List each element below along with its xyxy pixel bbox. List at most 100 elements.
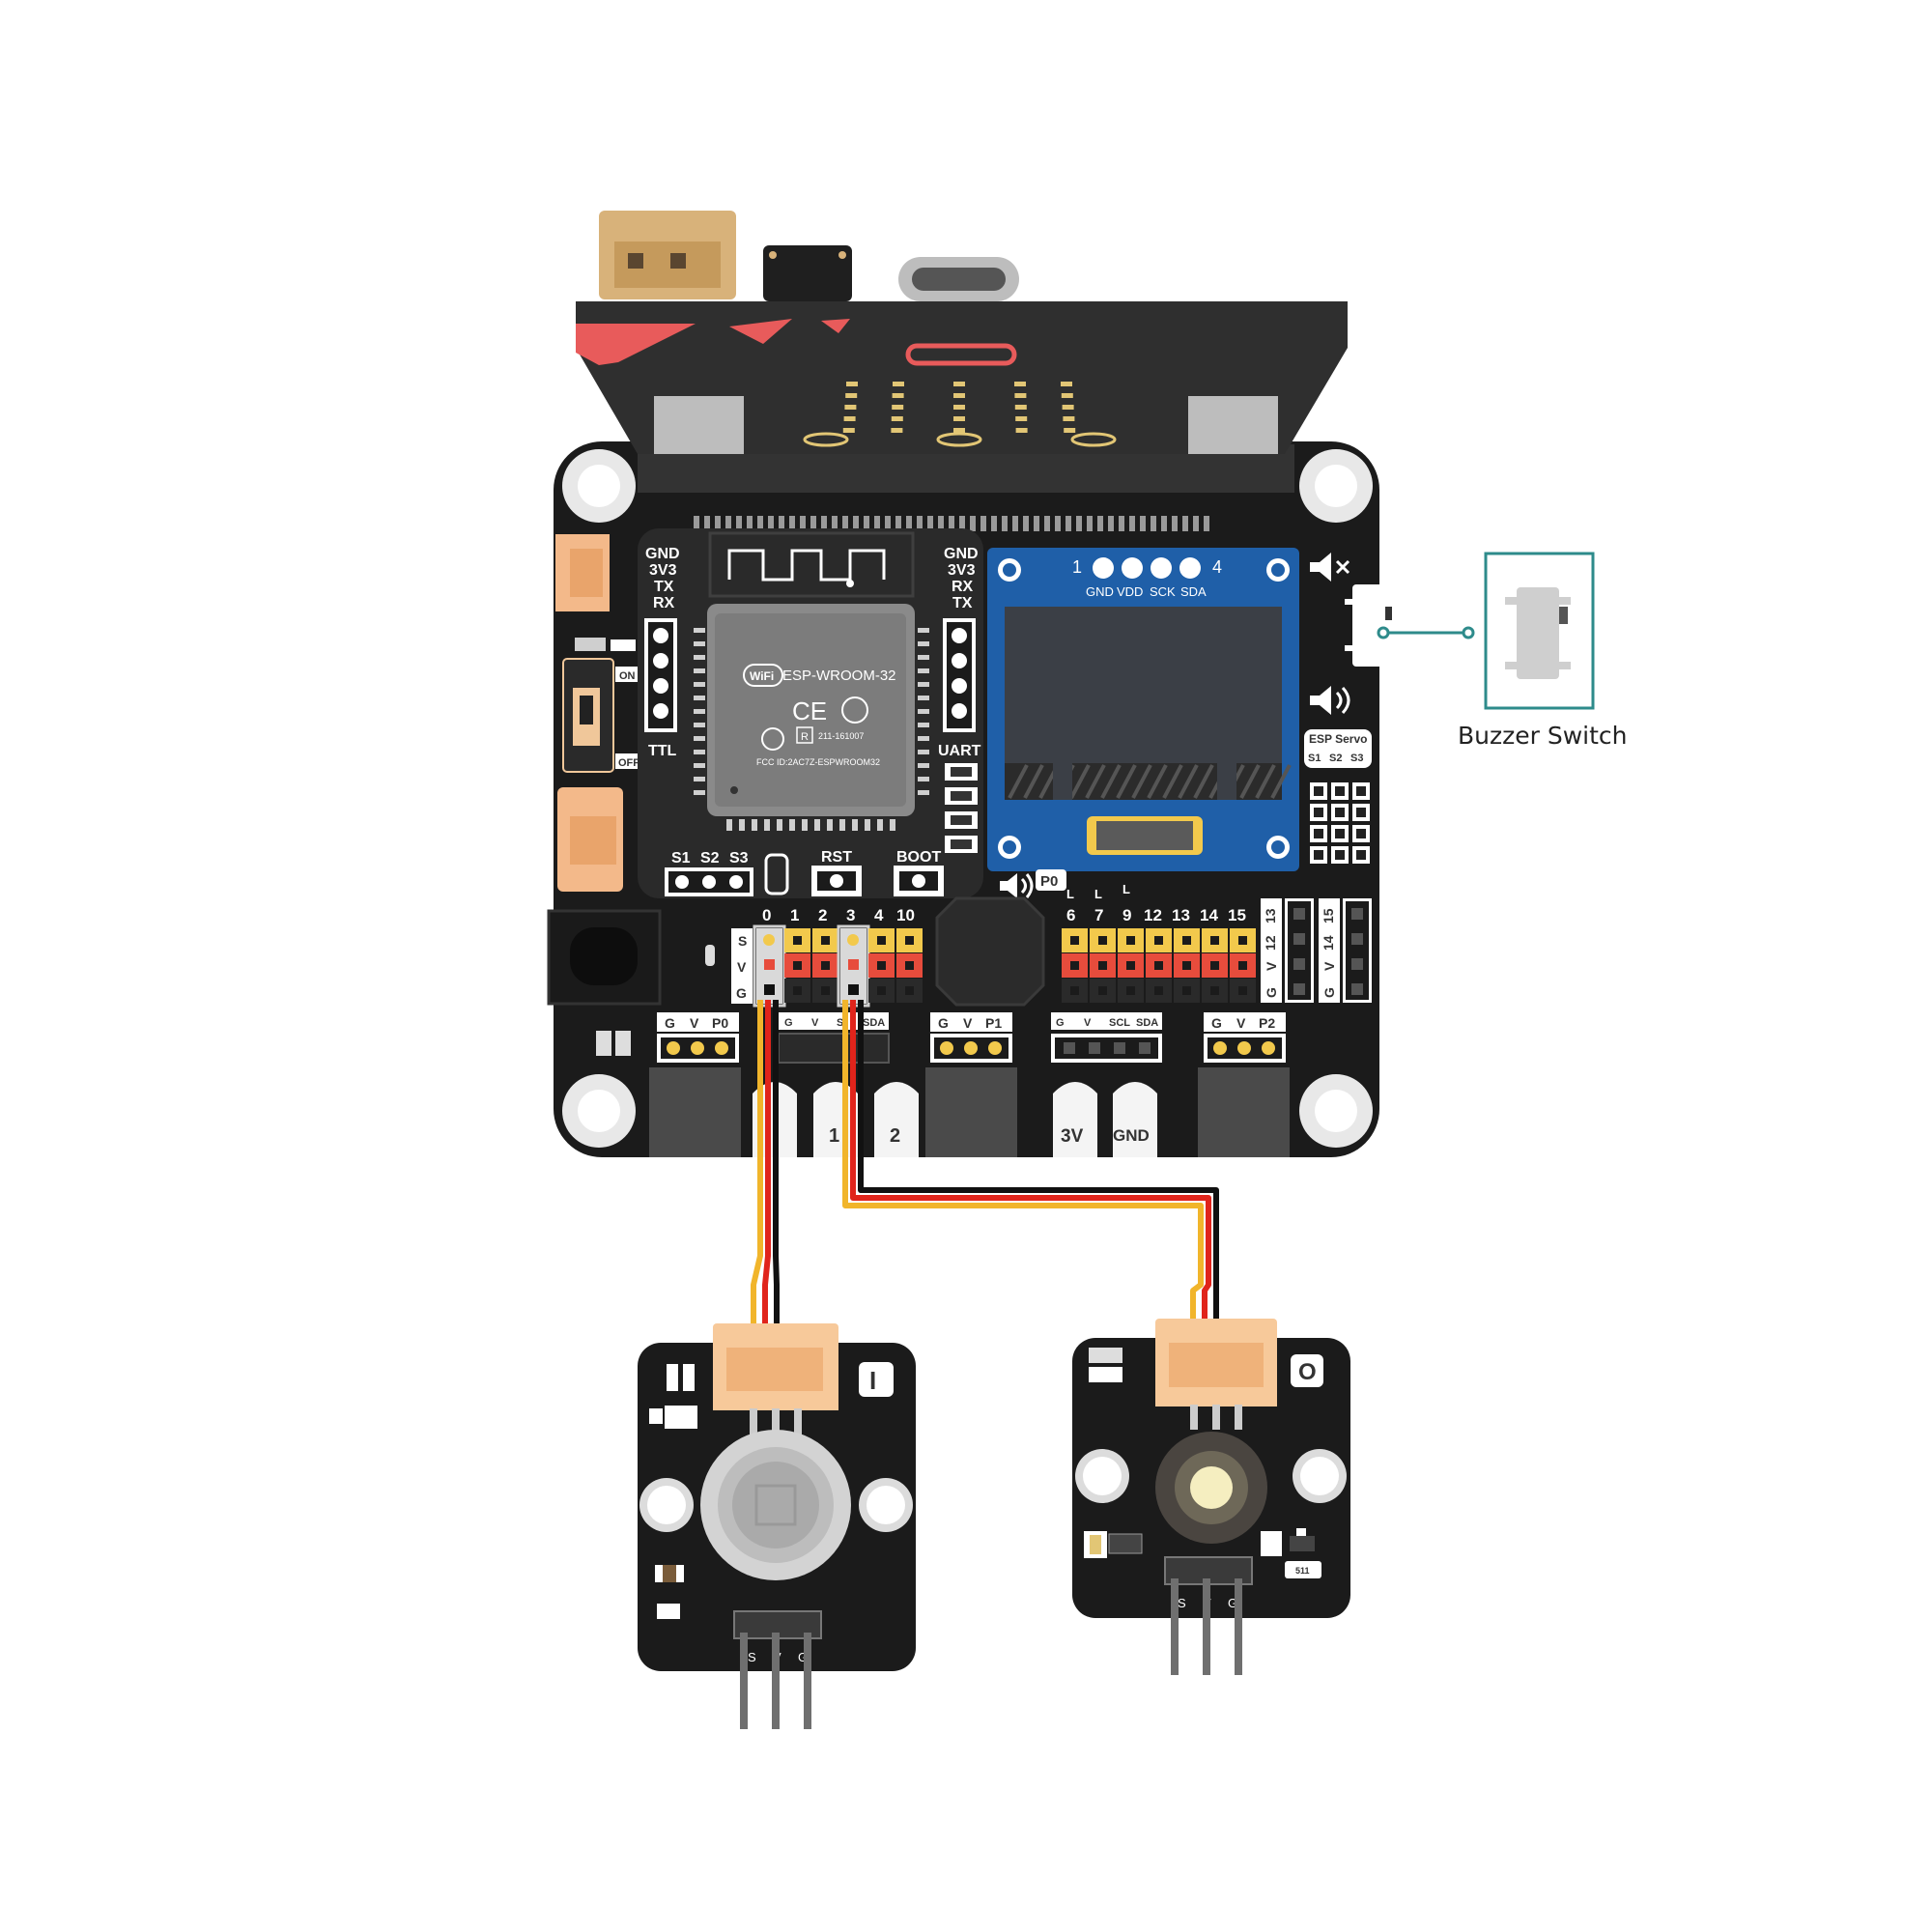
matrix-led xyxy=(893,393,904,398)
svg-text:S: S xyxy=(748,1650,756,1664)
svg-text:S2: S2 xyxy=(1329,753,1342,764)
edge-tooth xyxy=(1182,516,1188,531)
svg-text:L: L xyxy=(1122,882,1130,896)
gpio-pin xyxy=(821,961,830,970)
esp-pad xyxy=(877,819,883,831)
esp-pad xyxy=(694,777,705,781)
bottom-block-2 xyxy=(925,1067,1017,1157)
wire-a-red xyxy=(765,1000,768,1341)
edge-tooth xyxy=(1119,516,1124,531)
bottom-port-p1: G V P1 xyxy=(930,1012,1012,1063)
svg-text:4: 4 xyxy=(1212,557,1222,577)
svg-text:R: R xyxy=(801,731,809,743)
svg-text:P1: P1 xyxy=(985,1015,1002,1031)
matrix-led xyxy=(891,428,902,433)
edge-tab-gnd: GND xyxy=(1113,1082,1157,1157)
gpio-pin xyxy=(1126,986,1135,995)
esp-pad xyxy=(739,819,745,831)
gpio-pin xyxy=(1070,961,1079,970)
esp-pad xyxy=(694,723,705,727)
switch-off-label: OFF xyxy=(618,757,639,769)
svg-text:3: 3 xyxy=(846,906,855,924)
boot-label: BOOT xyxy=(896,849,941,866)
gpio-pin xyxy=(905,936,914,945)
svg-text:13: 13 xyxy=(1263,908,1278,923)
gpio-pin xyxy=(793,961,802,970)
servo-pin xyxy=(1335,829,1345,838)
gpio-pin xyxy=(877,961,886,970)
button-a[interactable] xyxy=(654,396,744,454)
svg-text:2: 2 xyxy=(890,1125,900,1147)
svg-text:V: V xyxy=(811,1017,819,1029)
svg-text:G: G xyxy=(736,985,747,1001)
svg-text:GND: GND xyxy=(645,546,680,562)
servo-pin xyxy=(1335,786,1345,796)
edge-tooth xyxy=(1097,516,1103,531)
svg-text:RX: RX xyxy=(653,595,675,611)
matrix-led xyxy=(846,382,858,386)
esp-pad xyxy=(764,819,770,831)
gpio-pin xyxy=(905,961,914,970)
matrix-led xyxy=(844,416,856,421)
wire-a-black xyxy=(776,1000,777,1341)
edge-tooth xyxy=(1129,516,1135,531)
matrix-led xyxy=(1014,382,1026,386)
switch-on-label: ON xyxy=(619,670,636,682)
boot-button[interactable] xyxy=(894,866,944,896)
servo-s3-label: S3 xyxy=(729,850,749,867)
matrix-led xyxy=(845,393,857,398)
esp-pad xyxy=(694,763,705,768)
matrix-led xyxy=(1063,405,1074,410)
esp-pad xyxy=(694,641,705,646)
svg-text:TX: TX xyxy=(654,579,674,595)
edge-tab-2: 2 xyxy=(874,1082,919,1157)
edge-tooth xyxy=(970,516,976,531)
svg-text:9: 9 xyxy=(1122,906,1131,924)
gvs-left-column: S V G xyxy=(731,928,753,1004)
esp-pad xyxy=(802,819,808,831)
esp-pad xyxy=(890,819,895,831)
servo-s1-label: S1 xyxy=(671,850,691,867)
rst-button[interactable] xyxy=(811,866,862,896)
rst-label: RST xyxy=(821,849,852,866)
matrix-led xyxy=(1062,393,1073,398)
bottom-port-p0: G V P0 xyxy=(657,1012,739,1063)
led-badge: O xyxy=(1298,1359,1317,1385)
svg-text:12: 12 xyxy=(1263,935,1278,951)
matrix-led xyxy=(953,416,965,421)
esp-pad xyxy=(694,736,705,741)
svg-text:SDA: SDA xyxy=(1136,1017,1158,1029)
esp-module: WiFi ESP-WROOM-32 CE R 211-161007 FCC ID… xyxy=(707,604,915,816)
edge-tooth xyxy=(1065,516,1071,531)
svg-text:G: G xyxy=(665,1015,675,1031)
svg-text:P2: P2 xyxy=(1259,1015,1275,1031)
svg-text:0: 0 xyxy=(762,906,771,924)
matrix-led xyxy=(1063,416,1074,421)
oled-pin-vdd: VDD xyxy=(1117,584,1143,599)
led-module: O 511 S V G xyxy=(1072,1319,1350,1675)
servo-pin xyxy=(1356,808,1366,817)
gpio-pin xyxy=(1098,961,1107,970)
esp-pad xyxy=(865,819,870,831)
esp-pad xyxy=(918,777,929,781)
button-b[interactable] xyxy=(1188,396,1278,454)
svg-text:14: 14 xyxy=(1321,935,1336,951)
gpio-used-pin xyxy=(764,984,775,995)
edge-tooth xyxy=(980,516,986,531)
buzzer-switch-label: Buzzer Switch xyxy=(1458,722,1628,750)
matrix-led xyxy=(1015,416,1027,421)
gpio-used-pin xyxy=(847,934,859,946)
gpio-pin xyxy=(1154,936,1163,945)
gpio-used-pin xyxy=(763,934,775,946)
svg-text:V: V xyxy=(1321,961,1337,971)
svg-text:P0: P0 xyxy=(712,1015,728,1031)
matrix-led xyxy=(953,428,965,433)
svg-text:4: 4 xyxy=(874,906,884,924)
power-switch[interactable] xyxy=(563,659,613,772)
svg-text:G: G xyxy=(1321,987,1337,998)
esp-pad xyxy=(694,709,705,714)
esp-pad xyxy=(694,682,705,687)
matrix-led xyxy=(953,405,965,410)
ttl-header: GND 3V3 TX RX TTL xyxy=(644,546,680,759)
